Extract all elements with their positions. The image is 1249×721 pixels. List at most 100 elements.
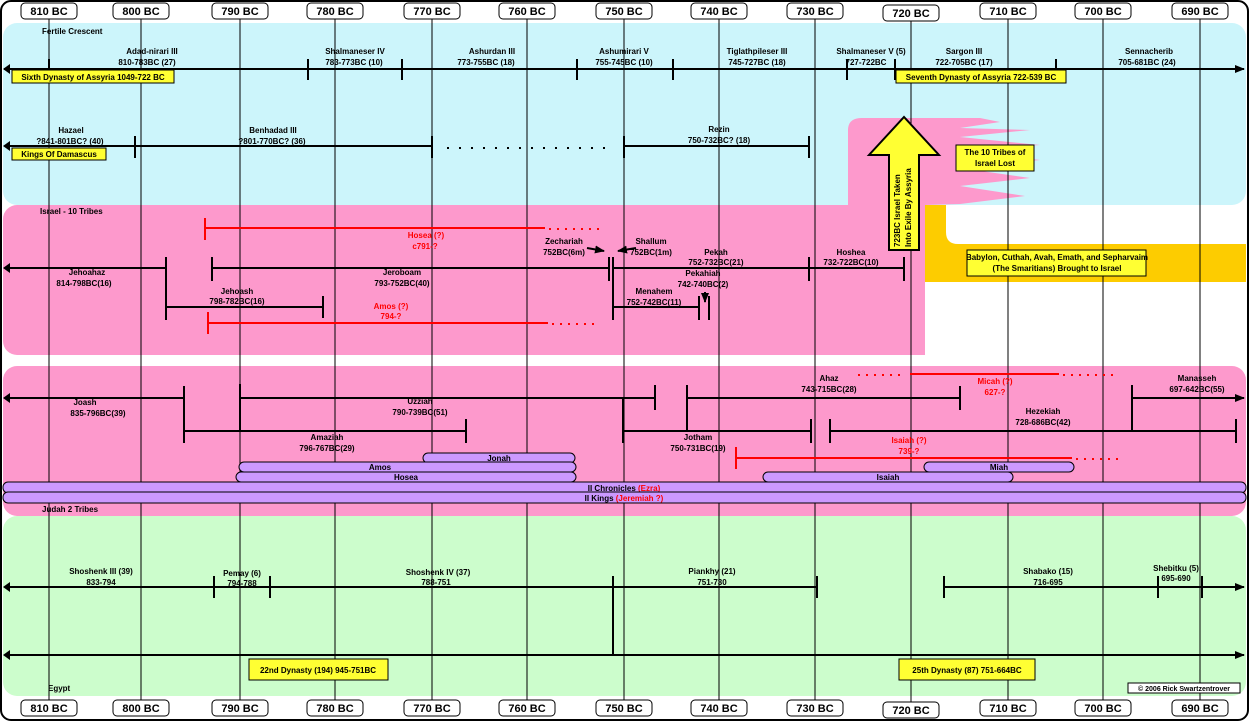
king-dates: 793-752BC(40)	[374, 279, 429, 288]
king-dates: 727-722BC	[846, 58, 887, 67]
book-bar-hosea: Hosea	[235, 471, 577, 483]
year-label: 710 BC	[979, 699, 1037, 717]
king-name: Shallum	[635, 237, 666, 246]
israel-prophet-lines	[204, 218, 600, 334]
judah-king: Amaziah 796-767BC(29)	[299, 433, 354, 453]
king-dates: 697-642BC(55)	[1169, 385, 1224, 394]
king-dates: 695-690	[1161, 574, 1191, 583]
year-label: 770 BC	[403, 2, 461, 20]
region-label-judah: Judah 2 Tribes	[42, 505, 99, 514]
egypt-king: Piankhy (21)751-730	[688, 567, 735, 587]
king-dates: ?841-801BC? (40)	[36, 137, 103, 146]
book-bar-amos: Amos	[238, 461, 577, 473]
book-label: Amos	[369, 463, 392, 472]
king-dates: 751-730	[697, 578, 727, 587]
year-label: 700 BC	[1074, 2, 1132, 20]
year-text: 700 BC	[1084, 703, 1121, 715]
king-dates: 796-767BC(29)	[299, 444, 354, 453]
king-dates: 783-773BC (10)	[325, 58, 383, 67]
year-labels-bottom: 810 BC 800 BC 790 BC 780 BC 770 BC 760 B…	[20, 699, 1229, 719]
israel-timeline	[8, 245, 905, 320]
year-label: 750 BC	[595, 699, 653, 717]
year-label: 780 BC	[306, 2, 364, 20]
year-text: 740 BC	[700, 703, 737, 715]
year-label: 800 BC	[112, 2, 170, 20]
dynasty7-label: Seventh Dynasty of Assyria 722-539 BC	[895, 69, 1067, 84]
lost-text-2: Israel Lost	[975, 159, 1015, 168]
year-label: 760 BC	[498, 2, 556, 20]
king-dates: 790-739BC(51)	[392, 408, 447, 417]
year-text: 760 BC	[508, 6, 545, 18]
prophet-name: Isaiah (?)	[891, 436, 926, 445]
copyright-box: © 2006 Rick Swartzentrover	[1127, 682, 1241, 694]
king-dates: 798-782BC(16)	[209, 297, 264, 306]
israel-prophet: Amos (?)794-?	[374, 302, 409, 321]
exile-text-1: 723BC Israel Taken	[893, 174, 902, 247]
year-label: 800 BC	[112, 699, 170, 717]
year-text: 740 BC	[700, 6, 737, 18]
prophet-dates: 739-?	[899, 447, 920, 456]
year-text: 810 BC	[30, 6, 67, 18]
lost-text-1: The 10 Tribes of	[965, 148, 1026, 157]
king-dates: 750-732BC? (18)	[688, 136, 751, 145]
king-name: Tiglathpileser III	[727, 47, 788, 56]
king-dates: 742-740BC(2)	[678, 280, 729, 289]
king-name: Amaziah	[311, 433, 344, 442]
king-dates: 705-681BC (24)	[1118, 58, 1176, 67]
damascus-label: Kings Of Damascus	[11, 147, 107, 161]
prophet-dates: 627-?	[985, 388, 1006, 397]
year-text: 760 BC	[508, 703, 545, 715]
king-dates: 716-695	[1033, 578, 1063, 587]
dynasty6-label: Sixth Dynasty of Assyria 1049-722 BC	[11, 69, 175, 84]
dynasty25-text: 25th Dynasty (87) 751-664BC	[912, 666, 1022, 675]
brought-text-2: (The Smaritians) Brought to Israel	[993, 264, 1122, 273]
year-text: 750 BC	[605, 6, 642, 18]
prophet-name: Amos (?)	[374, 302, 409, 311]
region-label-egypt: Egypt	[48, 684, 71, 693]
king-dates: 722-705BC (17)	[935, 58, 993, 67]
year-label: 740 BC	[690, 699, 748, 717]
king-dates: 833-794	[86, 578, 116, 587]
year-label: 810 BC	[20, 699, 78, 717]
year-text: 710 BC	[989, 703, 1026, 715]
king-name: Ashurdan III	[469, 47, 515, 56]
damascus-timeline	[8, 136, 810, 158]
judah-timeline	[8, 384, 1245, 443]
king-name: Shalmaneser V (5)	[836, 47, 906, 56]
book-bars: Jonah Amos Hosea Miah Isaiah II Chronicl…	[2, 452, 1247, 504]
king-dates: 814-798BC(16)	[56, 279, 111, 288]
king-dates: 743-715BC(28)	[801, 385, 856, 394]
king-name: Hoshea	[837, 248, 866, 257]
kings-book-author: (Jeremiah ?)	[616, 494, 664, 503]
year-text: 780 BC	[316, 703, 353, 715]
year-label: 770 BC	[403, 699, 461, 717]
year-text: 770 BC	[413, 6, 450, 18]
king-name: Shoshenk III (39)	[69, 567, 133, 576]
exile-text-2: Into Exile By Assyria	[904, 168, 913, 247]
dynasty7-text: Seventh Dynasty of Assyria 722-539 BC	[906, 73, 1057, 82]
chronicles-author: (Ezra)	[638, 484, 661, 493]
damascus-king: Benhadad III?801-770BC? (36)	[238, 126, 305, 146]
king-dates: 755-745BC (10)	[595, 58, 653, 67]
king-name: Pekah	[704, 248, 728, 257]
king-name: Hazael	[58, 126, 83, 135]
book-label: Hosea	[394, 473, 419, 482]
year-label: 720 BC	[882, 4, 940, 22]
book-bar-isaiah: Isaiah	[762, 471, 1014, 483]
king-dates: 732-722BC(10)	[823, 258, 878, 267]
region-label-fertile: Fertile Crescent	[42, 27, 103, 36]
year-label: 700 BC	[1074, 699, 1132, 717]
